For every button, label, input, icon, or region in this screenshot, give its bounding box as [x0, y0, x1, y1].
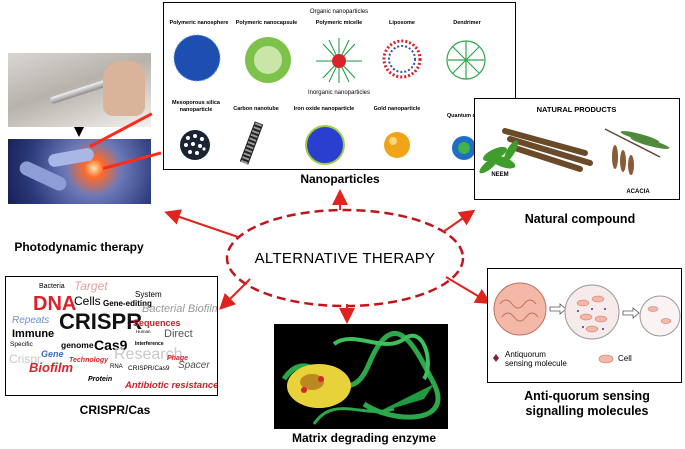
- arrow-to-natural: [442, 209, 476, 233]
- word-bacteria: Bacteria: [39, 283, 65, 290]
- down-arrow-icon: [74, 127, 84, 137]
- organic-label-2: Polymeric nanocapsule: [235, 20, 298, 26]
- word-target: Target: [74, 279, 108, 293]
- arrow-to-photodynamic: [164, 209, 239, 238]
- center-ellipse: [225, 208, 465, 308]
- inorganic-label-5: Quantum dot: [446, 113, 482, 119]
- word-protein: Protein: [88, 376, 113, 383]
- word-specific: Specific: [10, 341, 33, 348]
- word-crispr-cas9: CRISPR/Cas9: [128, 365, 170, 372]
- word-technology: Technology: [69, 357, 109, 364]
- word-spacer: Spacer: [178, 360, 210, 371]
- cell-cluster-icon: [564, 284, 620, 340]
- cell-legend-icon: [598, 354, 614, 364]
- photodynamic-image: [8, 53, 162, 204]
- inorganic-label-3: Iron oxide nanoparticle: [293, 106, 355, 112]
- dendrimer-icon: [446, 40, 486, 80]
- enzyme-caption: Matrix degrading enzyme: [291, 431, 437, 445]
- nanoparticles-caption: Nanoparticles: [300, 172, 380, 186]
- word-biofilm: Biofilm: [29, 360, 74, 375]
- word-interference: Interference: [135, 341, 164, 347]
- center-title: ALTERNATIVE THERAPY: [254, 250, 436, 267]
- iron-oxide-icon: [305, 125, 345, 165]
- word-cells: Cells: [74, 294, 101, 308]
- nanoparticles-panel: Organic nanoparticles Polymeric nanosphe…: [163, 2, 516, 170]
- inorganic-drawings: [180, 121, 476, 165]
- inorganic-label-1: Mesoporous silica nanoparticle: [172, 100, 220, 113]
- molecule-legend-icon: [493, 354, 499, 362]
- arrow-to-quorum: [445, 276, 492, 305]
- organic-label-1: Polymeric nanosphere: [169, 20, 229, 26]
- molecule-legend-label: Antiquorum sensing molecule: [505, 350, 567, 368]
- crispr-caption: CRISPR/Cas: [79, 403, 151, 417]
- word-antibiotic-resistance: Antibiotic resistance: [125, 380, 218, 391]
- nanotube-icon: [239, 121, 264, 165]
- cell-legend-label: Cell: [618, 354, 632, 363]
- word-dna: DNA: [33, 293, 77, 315]
- quorum-caption-line2: signalling molecules: [525, 404, 649, 418]
- protein-structure-icon: [281, 330, 441, 425]
- natural-drawings: [479, 128, 670, 175]
- nanoparticle-drawings: [173, 34, 486, 83]
- enzyme-image: [274, 324, 448, 429]
- quorum-caption-line1: Anti-quorum sensing: [524, 389, 650, 403]
- neem-label: NEEM: [491, 172, 509, 178]
- word-bacterial-biofilm: Bacterial Biofilm: [142, 303, 218, 315]
- word-crispr: CRISPR: [59, 309, 143, 334]
- natural-panel: NATURAL PRODUCTS N: [474, 98, 680, 200]
- word-genome: genome: [61, 340, 94, 350]
- hand-icon: [103, 61, 145, 116]
- neem-leaves-icon: [479, 140, 518, 174]
- inorganic-header: Inorganic nanoparticles: [307, 90, 371, 96]
- word-system: System: [135, 290, 162, 299]
- brain-cell-icon: [493, 282, 547, 336]
- organic-label-3: Polymeric micelle: [315, 20, 363, 26]
- photodynamic-caption: Photodynamic therapy: [14, 240, 144, 254]
- word-human: Human: [136, 329, 151, 334]
- organic-label-5: Dendrimer: [453, 20, 481, 26]
- word-crispr-small: Crispr: [9, 352, 41, 366]
- word-gene: Gene: [41, 349, 64, 359]
- gold-icon: [384, 132, 410, 158]
- acacia-label: ACACIA: [626, 189, 650, 195]
- word-research: Research: [114, 346, 183, 363]
- bark-icon: [502, 128, 593, 172]
- arrow-to-crispr: [219, 278, 251, 310]
- bacteria-photo: [8, 112, 162, 204]
- quorum-panel: Antiquorum sensing molecule Cell: [487, 268, 682, 383]
- inorganic-label-2: Carbon nanotube: [233, 106, 279, 112]
- word-gene-editing: Gene-editing: [103, 299, 152, 308]
- quorum-drawings: [493, 282, 681, 364]
- organic-label-4: Liposome: [389, 20, 415, 26]
- word-sequences: Sequences: [133, 318, 181, 328]
- crispr-panel: Bacteria Target DNA Cells Gene-editing S…: [5, 276, 218, 396]
- natural-header: NATURAL PRODUCTS: [536, 105, 617, 114]
- liposome-icon: [382, 39, 422, 79]
- word-repeats: Repeats: [12, 315, 50, 326]
- acacia-icon: [604, 128, 670, 175]
- organic-header: Organic nanoparticles: [309, 9, 369, 15]
- inorganic-label-4: Gold nanoparticle: [373, 106, 421, 112]
- word-phage: Phage: [167, 355, 189, 362]
- word-direct: Direct: [164, 328, 193, 340]
- word-immune: Immune: [12, 328, 55, 340]
- word-rna: RNA: [110, 364, 123, 370]
- word-cas9: Cas9: [94, 337, 128, 353]
- nanosphere-icon: [174, 35, 220, 81]
- dispersed-cells-icon: [639, 295, 681, 337]
- hand-photo: [8, 53, 151, 127]
- natural-caption: Natural compound: [524, 212, 636, 226]
